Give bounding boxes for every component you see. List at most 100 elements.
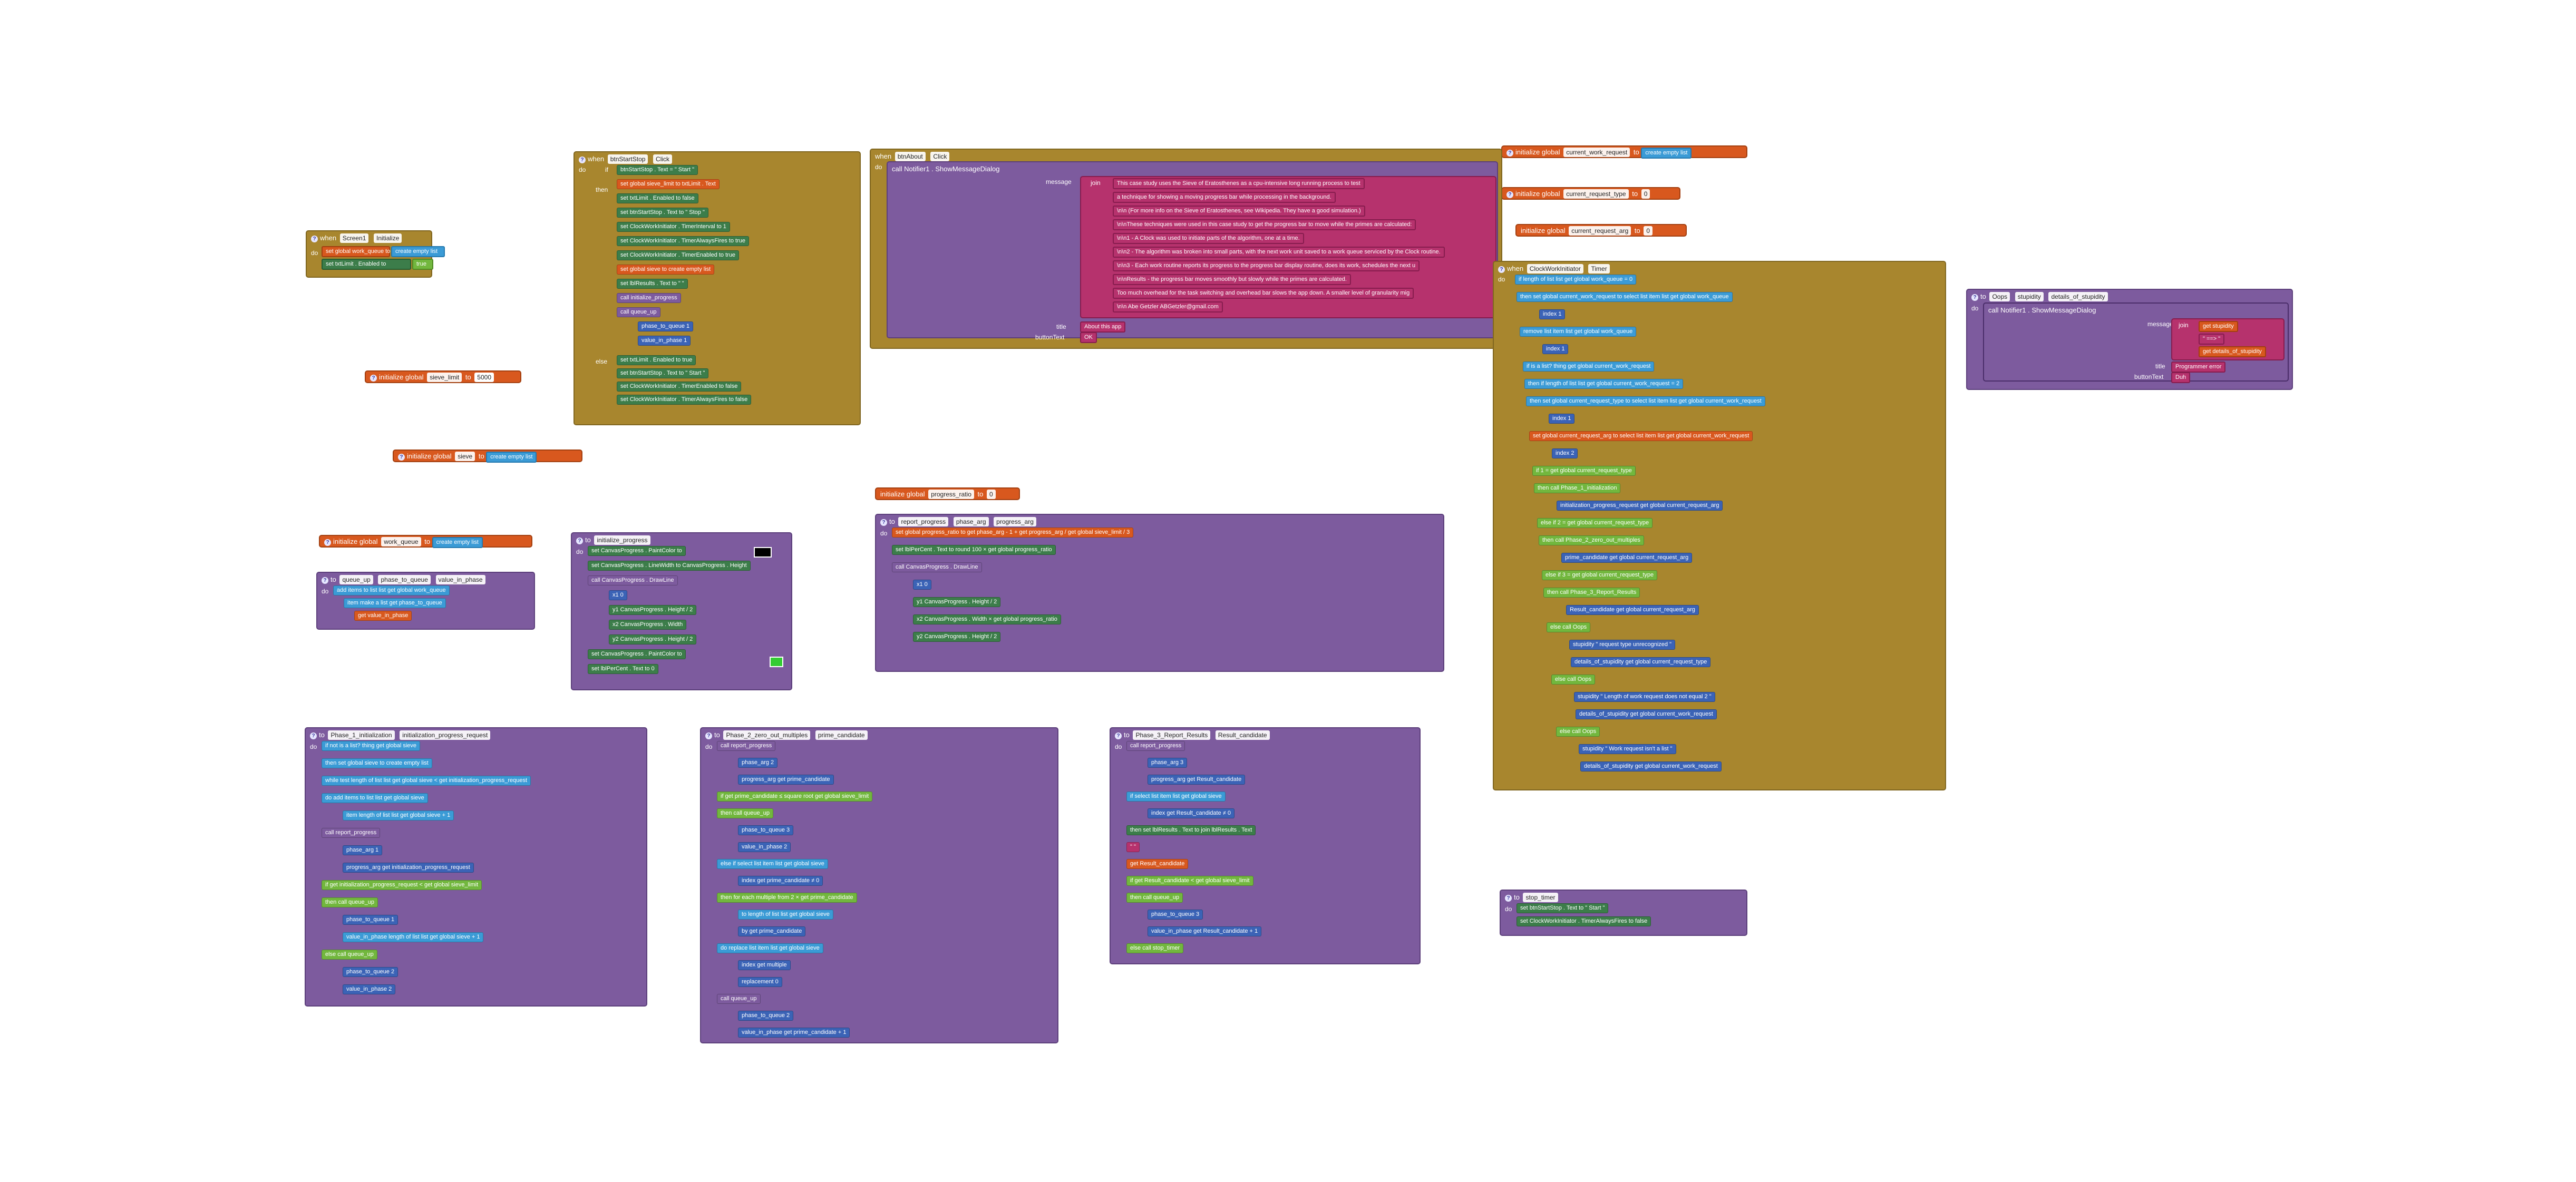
var-name-field[interactable]: sieve_limit <box>427 373 462 382</box>
statement-line[interactable]: set global sieve to create empty list <box>617 265 715 275</box>
join-text-item[interactable]: This case study uses the Sieve of Eratos… <box>1113 178 1365 189</box>
statement-line[interactable]: set global progress_ratio to get phase_a… <box>892 527 1134 538</box>
procedure-name-field[interactable]: Oops <box>1989 292 2010 301</box>
statement-line[interactable]: if is a list? thing get global current_w… <box>1523 362 1655 372</box>
statement-line[interactable]: index 1 <box>1549 414 1575 424</box>
statement-line[interactable]: to length of list list get global sieve <box>738 910 833 920</box>
statement-line[interactable]: set ClockWorkInitiator . TimerEnabled to… <box>617 382 742 392</box>
gear-icon[interactable]: ? <box>579 157 586 163</box>
screen-initialize-block[interactable]: ?when Screen1 Initialize do set global w… <box>306 230 445 278</box>
gear-icon[interactable]: ? <box>311 236 318 242</box>
statement-line[interactable]: set CanvasProgress . PaintColor to <box>588 649 686 659</box>
join-block[interactable]: join get stupidity " ==> " get details_o… <box>2171 318 2285 360</box>
statement-line[interactable]: set txtLimit . Enabled to false <box>617 193 698 203</box>
statement-line[interactable]: stupidity " request type unrecognized " <box>1569 640 1675 650</box>
create-empty-list-block[interactable]: create empty list <box>1641 148 1692 159</box>
statement-line[interactable]: set btnStartStop . Text to " Start " <box>617 368 709 378</box>
gear-icon[interactable]: ? <box>1506 191 1513 198</box>
statement-line[interactable]: if get initialization_progress_request <… <box>322 880 482 890</box>
join-block[interactable]: join This case study uses the Sieve of E… <box>1080 176 1496 318</box>
procedure-name-field[interactable]: stop_timer <box>1523 893 1558 902</box>
component-dropdown[interactable]: btnAbout <box>895 152 926 161</box>
statement-line[interactable]: value_in_phase get prime_candidate + 1 <box>738 1028 850 1038</box>
statement-line[interactable]: replacement 0 <box>738 977 782 987</box>
set-work-queue-block[interactable]: set global work_queue to <box>322 246 390 257</box>
statement-line[interactable]: set ClockWorkInitiator . TimerAlwaysFire… <box>1517 916 1651 926</box>
join-text-item[interactable]: \n\nResults - the progress bar moves smo… <box>1113 274 1351 285</box>
statement-line[interactable]: set lblResults . Text to " " <box>617 279 688 289</box>
join-text-item[interactable]: \n\n (For more info on the Sieve of Erat… <box>1113 206 1365 217</box>
var-name-field[interactable]: sieve <box>455 452 475 461</box>
param-result-candidate[interactable]: Result_candidate <box>1215 730 1270 740</box>
number-field[interactable]: 0 <box>987 490 996 499</box>
statement-line[interactable]: set ClockWorkInitiator . TimerAlwaysFire… <box>617 395 752 405</box>
statement-line[interactable]: else call queue_up <box>322 950 377 960</box>
join-text-item[interactable]: Too much overhead for the task switching… <box>1113 288 1414 299</box>
var-name-field[interactable]: progress_ratio <box>928 490 974 499</box>
statement-line[interactable]: else call Oops <box>1556 727 1600 737</box>
statement-line[interactable]: y1 CanvasProgress . Height / 2 <box>609 605 697 615</box>
statement-line[interactable]: then set global current_request_type to … <box>1526 396 1765 406</box>
statement-line[interactable]: then call queue_up <box>1126 893 1183 903</box>
gear-icon[interactable]: ? <box>1506 150 1513 157</box>
gear-icon[interactable]: ? <box>1115 732 1122 739</box>
var-name-field[interactable]: current_request_arg <box>1569 226 1631 236</box>
statement-line[interactable]: do replace list item list get global sie… <box>717 943 823 953</box>
statement-line[interactable]: phase_to_queue 2 <box>738 1011 794 1021</box>
join-text-item[interactable]: a technique for showing a moving progres… <box>1113 192 1336 203</box>
statement-line[interactable]: then if length of list list get global c… <box>1524 379 1684 389</box>
statement-line[interactable]: call queue_up <box>717 994 761 1004</box>
gear-icon[interactable]: ? <box>880 519 887 526</box>
statement-line[interactable]: progress_arg get prime_candidate <box>738 775 834 785</box>
statement-line[interactable]: y2 CanvasProgress . Height / 2 <box>609 634 697 644</box>
statement-line[interactable]: call CanvasProgress . DrawLine <box>892 562 982 572</box>
procedure-name-field[interactable]: Phase_3_Report_Results <box>1133 730 1211 740</box>
statement-line[interactable]: details_of_stupidity get global current_… <box>1576 709 1717 719</box>
statement-line[interactable]: else call stop_timer <box>1126 943 1184 953</box>
statement-line[interactable]: remove list item list get global work_qu… <box>1520 327 1637 337</box>
join-text-item[interactable]: \n\n3 - Each work routine reports its pr… <box>1113 260 1420 271</box>
gear-icon[interactable]: ? <box>324 539 331 546</box>
param-initialization-progress-request[interactable]: initialization_progress_request <box>400 730 491 740</box>
gear-icon[interactable]: ? <box>1505 895 1512 902</box>
statement-line[interactable]: phase_to_queue 1 <box>638 321 694 331</box>
statement-line[interactable]: then for each multiple from 2 × get prim… <box>717 893 857 903</box>
global-sieve-block[interactable]: ?initialize global sieve to create empty… <box>393 450 582 463</box>
paint-color-swatch-green[interactable] <box>770 657 783 667</box>
var-name-field[interactable]: current_work_request <box>1563 148 1630 157</box>
statement-line[interactable]: get Result_candidate <box>1126 859 1189 869</box>
queue-up-procedure[interactable]: ?to queue_up phase_to_queue value_in_pha… <box>316 572 535 630</box>
component-dropdown[interactable]: btnStartStop <box>607 154 648 164</box>
statement-line[interactable]: set ClockWorkInitiator . TimerEnabled to… <box>617 250 740 260</box>
number-field[interactable]: 0 <box>1644 226 1653 236</box>
procedure-name-field[interactable]: Phase_1_initialization <box>328 730 395 740</box>
statement-line[interactable]: then set lblResults . Text to join lblRe… <box>1126 825 1256 835</box>
statement-line[interactable]: set global current_request_arg to select… <box>1529 431 1753 441</box>
statement-line[interactable]: stupidity " Work request isn't a list " <box>1579 744 1676 754</box>
statement-line[interactable]: call report_progress <box>717 741 776 751</box>
statement-line[interactable]: set global sieve_limit to txtLimit . Tex… <box>617 179 720 189</box>
statement-line[interactable]: then set global sieve to create empty li… <box>322 758 432 768</box>
statement-line[interactable]: then call Phase_1_initialization <box>1534 483 1621 493</box>
global-current-work-request-block[interactable]: ?initialize global current_work_request … <box>1501 145 1747 159</box>
component-dropdown[interactable]: Screen1 <box>339 233 369 243</box>
statement-line[interactable]: details_of_stupidity get global current_… <box>1580 761 1722 771</box>
statement-line[interactable]: initialization_progress_request get glob… <box>1557 501 1723 511</box>
gear-icon[interactable]: ? <box>1498 266 1505 273</box>
statement-line[interactable]: item make a list get phase_to_queue <box>344 598 446 608</box>
statement-line[interactable]: phase_to_queue 1 <box>343 915 398 925</box>
stop-timer-procedure[interactable]: ?to stop_timer do set btnStartStop . Tex… <box>1500 890 1747 936</box>
btn-about-click-block[interactable]: when btnAbout Click do call Notifier1 . … <box>870 149 1502 349</box>
statement-line[interactable]: prime_candidate get global current_reque… <box>1561 553 1693 563</box>
button-text-block[interactable]: OK <box>1080 332 1097 343</box>
statement-line[interactable]: else if select list item list get global… <box>717 859 828 869</box>
statement-line[interactable]: call CanvasProgress . DrawLine <box>588 575 678 585</box>
statement-line[interactable]: set CanvasProgress . LineWidth to Canvas… <box>588 561 751 571</box>
statement-line[interactable]: progress_arg get Result_candidate <box>1148 775 1246 785</box>
procedure-name-field[interactable]: queue_up <box>339 575 373 584</box>
show-message-dialog-block[interactable]: call Notifier1 . ShowMessageDialog messa… <box>1983 302 2289 383</box>
procedure-name-field[interactable]: Phase_2_zero_out_multiples <box>723 730 811 740</box>
global-current-request-arg-block[interactable]: initialize global current_request_arg to… <box>1515 224 1687 237</box>
statement-line[interactable]: if length of list list get global work_q… <box>1515 275 1637 285</box>
